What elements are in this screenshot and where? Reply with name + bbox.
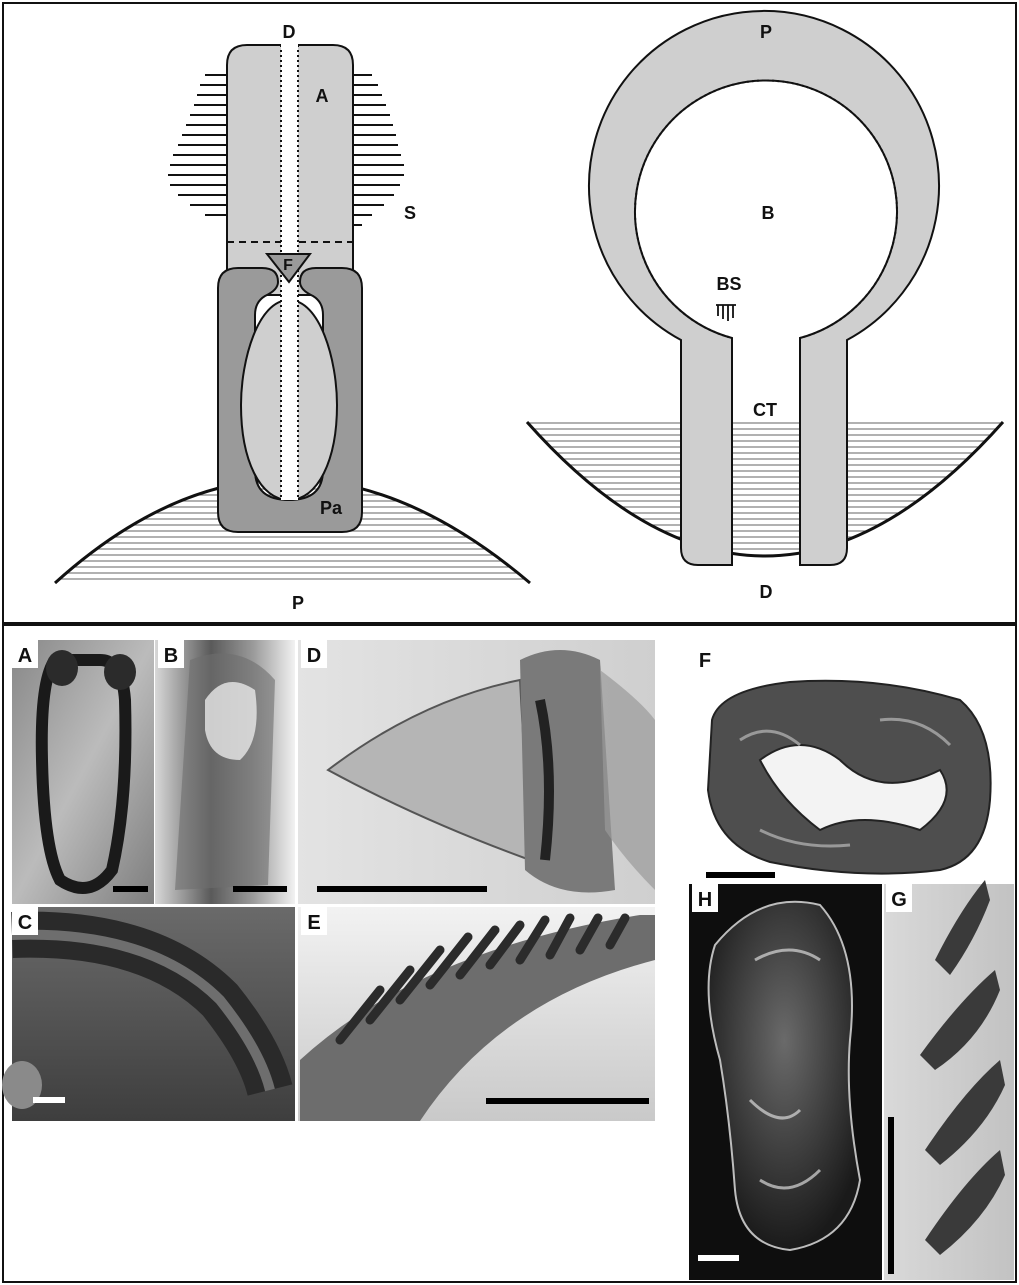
label-pa: Pa bbox=[320, 498, 343, 518]
photo-panel-b: B bbox=[155, 640, 295, 904]
panel-label-g: G bbox=[891, 889, 907, 911]
photo-panel-e: E bbox=[298, 907, 655, 1121]
panel-label-e: E bbox=[307, 912, 320, 934]
label-a: A bbox=[316, 86, 329, 106]
panel-label-b: B bbox=[164, 645, 178, 667]
panel-label-f: F bbox=[699, 650, 711, 672]
photo-panel-c: C bbox=[2, 907, 295, 1121]
label-bs: BS bbox=[716, 274, 741, 294]
photo-panel-h: H bbox=[689, 884, 882, 1280]
label-left-p: P bbox=[292, 593, 304, 613]
label-ct: CT bbox=[753, 400, 777, 420]
label-left-d: D bbox=[283, 22, 296, 42]
label-right-p: P bbox=[760, 22, 772, 42]
panel-label-h: H bbox=[698, 889, 712, 911]
photo-panel-d: D bbox=[298, 640, 655, 904]
photo-panel-a: A bbox=[12, 640, 154, 904]
label-s: S bbox=[404, 203, 416, 223]
label-right-d: D bbox=[760, 582, 773, 602]
panel-label-a: A bbox=[18, 645, 32, 667]
label-b: B bbox=[762, 203, 775, 223]
label-f: F bbox=[283, 257, 293, 274]
panel-label-c: C bbox=[18, 912, 32, 934]
panel-label-d: D bbox=[307, 645, 321, 667]
ct-bottom-gap bbox=[733, 558, 799, 570]
photo-panel-g: G bbox=[884, 880, 1014, 1280]
